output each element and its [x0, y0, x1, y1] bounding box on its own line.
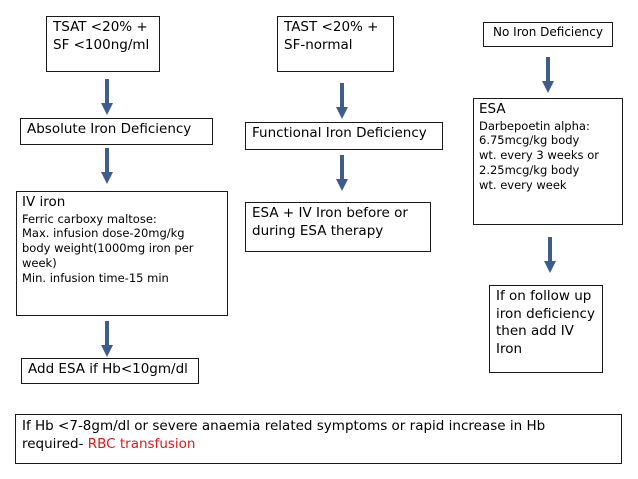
down-arrow-icon — [101, 148, 113, 184]
esa-darbepoetin-box: ESA Darbepoetin alpha: 6.75mcg/kg body w… — [473, 98, 623, 225]
box-text-line: Darbepoetin alpha: — [479, 118, 590, 133]
tsat-sf-criteria-box: TSAT <20% + SF <100ng/ml — [46, 16, 160, 72]
box-text-line: 6.75mcg/kg body — [479, 133, 580, 148]
esa-iv-iron-box: ESA + IV Iron before or during ESA thera… — [245, 202, 431, 252]
box-text: Absolute Iron Deficiency — [27, 121, 192, 137]
iv-iron-box: IV iron Ferric carboxy maltose: Max. inf… — [16, 191, 228, 316]
tast-sf-normal-box: TAST <20% + SF-normal — [277, 16, 394, 72]
follow-up-iron-box: If on follow up iron deficiency then add… — [489, 285, 603, 373]
no-iron-deficiency-box: No Iron Deficiency — [483, 22, 613, 47]
down-arrow-icon — [101, 79, 113, 115]
functional-iron-deficiency-box: Functional Iron Deficiency — [245, 122, 443, 150]
box-text-line: SF <100ng/ml — [53, 36, 150, 53]
box-text-line: TAST <20% + — [284, 19, 379, 35]
box-text-line: then add IV — [496, 323, 574, 340]
box-text-line: week) — [22, 256, 57, 271]
absolute-iron-deficiency-box: Absolute Iron Deficiency — [20, 118, 213, 145]
rbc-transfusion-highlight: RBC transfusion — [87, 435, 196, 452]
box-text-line: Min. infusion time-15 min — [22, 271, 169, 286]
box-text-line: If Hb <7-8gm/dl or severe anaemia relate… — [22, 418, 546, 434]
add-esa-box: Add ESA if Hb<10gm/dl — [21, 358, 199, 384]
box-text-line: during ESA therapy — [252, 222, 384, 239]
box-text-line: TSAT <20% + — [53, 19, 148, 35]
box-title: ESA — [479, 101, 506, 117]
box-text-line: 2.25mcg/kg body — [479, 163, 580, 178]
box-text-line: iron deficiency — [496, 305, 595, 322]
down-arrow-icon — [336, 83, 348, 119]
down-arrow-icon — [101, 321, 113, 357]
box-text-line: wt. every 3 weeks or — [479, 148, 599, 163]
box-text-line: body weight(1000mg iron per — [22, 241, 194, 256]
box-title: IV iron — [22, 194, 66, 210]
box-text-line: Ferric carboxy maltose: — [22, 211, 157, 226]
box-text-line: ESA + IV Iron before or — [252, 205, 408, 221]
box-text-line: required- RBC transfusion — [22, 436, 615, 454]
down-arrow-icon — [542, 57, 554, 93]
box-text-line: Iron — [496, 340, 523, 357]
down-arrow-icon — [544, 237, 556, 273]
box-text-line: If on follow up — [496, 288, 592, 304]
down-arrow-icon — [336, 155, 348, 191]
box-text: No Iron Deficiency — [493, 25, 603, 39]
box-text-line: Max. infusion dose-20mg/kg — [22, 226, 185, 241]
box-text-line: SF-normal — [284, 36, 353, 53]
box-text-prefix: required- — [22, 435, 88, 452]
box-text-line: wt. every week — [479, 178, 567, 193]
box-text: Add ESA if Hb<10gm/dl — [28, 361, 188, 377]
box-text: Functional Iron Deficiency — [252, 125, 427, 141]
rbc-transfusion-box: If Hb <7-8gm/dl or severe anaemia relate… — [15, 414, 622, 464]
